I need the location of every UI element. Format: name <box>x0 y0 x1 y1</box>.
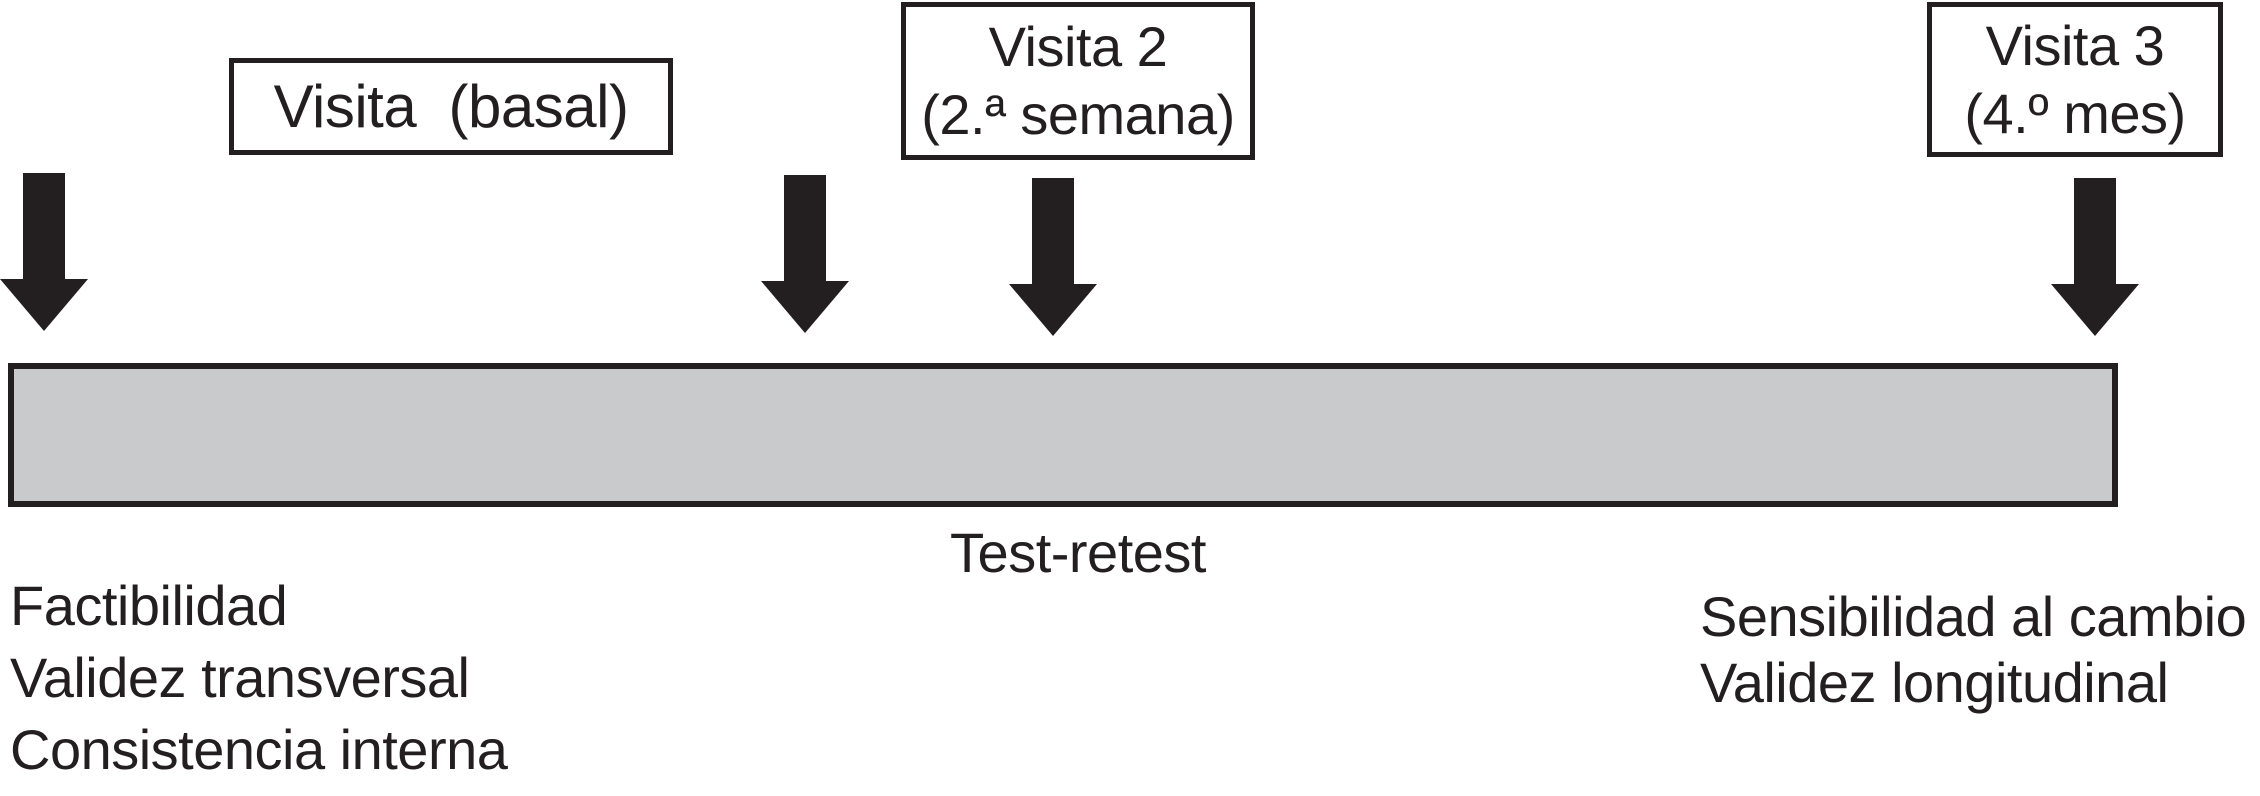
note-validez-longitudinal: Validez longitudinal <box>1700 651 2169 714</box>
note-validez-transversal: Validez transversal <box>10 646 470 709</box>
note-sensibilidad-al-cambio: Sensibilidad al cambio <box>1700 585 2247 648</box>
visit-box-2-label-line1: Visita 2 <box>988 15 1168 78</box>
note-factibilidad: Factibilidad <box>10 574 288 637</box>
down-arrow-icon <box>0 173 88 331</box>
down-arrow-icon <box>1009 178 1097 336</box>
followup-properties-notes: Sensibilidad al cambio Validez longitudi… <box>1700 584 2247 716</box>
timeline-bar <box>8 363 2118 507</box>
visit-box-2-label-line2: (2.ª semana) <box>921 83 1235 146</box>
visit-box-3-label-line2: (4.º mes) <box>1964 81 2186 145</box>
visit-box-basal-label: Visita (basal) <box>273 73 629 140</box>
visit-box-basal: Visita (basal) <box>229 58 673 155</box>
down-arrow-icon <box>2051 178 2139 336</box>
visit-box-3: Visita 3 (4.º mes) <box>1927 2 2223 157</box>
note-consistencia-interna: Consistencia interna <box>10 718 508 781</box>
baseline-properties-notes: Factibilidad Validez transversal Consist… <box>10 570 508 786</box>
test-retest-label: Test-retest <box>950 521 1206 584</box>
down-arrow-icon <box>761 175 849 333</box>
visit-box-3-label-line1: Visita 3 <box>1985 13 2165 77</box>
visit-box-2: Visita 2 (2.ª semana) <box>901 2 1255 160</box>
